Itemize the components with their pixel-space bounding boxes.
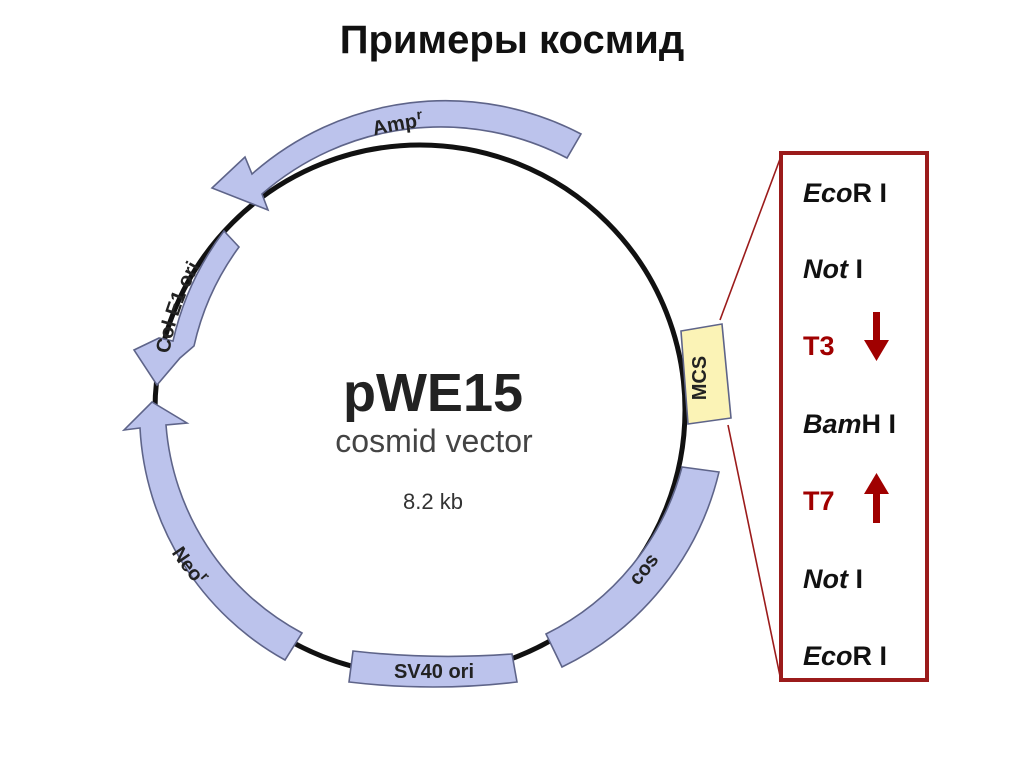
sv40-label: SV40 ori [394,661,474,683]
mcs-site-noti-2: Not I [803,564,863,594]
t7-up-arrow-icon [864,473,889,523]
neo-resistance-arrow [121,400,304,662]
t3-down-arrow-icon [864,312,889,361]
mcs-site-ecori-1: EcoR I [803,178,887,208]
amp-resistance-arrow [210,99,583,212]
mcs-connector-top [719,158,781,321]
plasmid-type: cosmid vector [335,423,533,459]
cole1-ori-arrow [132,229,241,387]
plasmid-size: 8.2 kb [403,489,463,514]
mcs-site-noti-1: Not I [803,254,863,284]
mcs-connector-bottom [727,424,781,677]
mcs-site-ecori-2: EcoR I [803,641,887,671]
plasmid-name: pWE15 [343,363,523,423]
mcs-sites-box [779,151,929,682]
mcs-site-t3: T3 [803,331,835,361]
slide-title: Примеры космид [339,18,685,62]
mcs-site-bamhi: BamH I [803,409,896,439]
sv40-ori-box [348,650,518,688]
mcs-box [680,323,732,425]
mcs-site-t7: T7 [803,486,835,516]
mcs-label: MCS [689,356,711,400]
cos-box [544,466,720,669]
